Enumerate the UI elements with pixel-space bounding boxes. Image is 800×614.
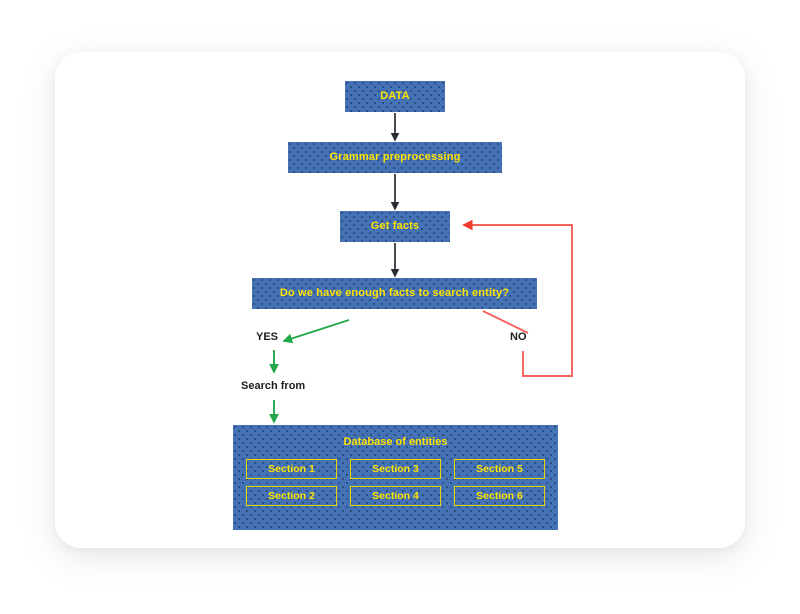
database-section-grid: Section 1 Section 3 Section 5 Section 2 … — [233, 459, 558, 506]
database-title: Database of entities — [343, 436, 448, 448]
database-section[interactable]: Section 4 — [350, 486, 441, 506]
database-section[interactable]: Section 1 — [246, 459, 337, 479]
arrow-decision-to-yes — [282, 319, 350, 344]
edge-label-yes: YES — [256, 331, 279, 343]
database-section[interactable]: Section 5 — [454, 459, 545, 479]
node-get-facts[interactable]: Get facts — [340, 211, 450, 242]
database-section[interactable]: Section 2 — [246, 486, 337, 506]
edge-label-no: NO — [510, 331, 527, 343]
node-database-of-entities[interactable]: Database of entities Section 1 Section 3… — [233, 425, 558, 530]
node-grammar-preprocessing[interactable]: Grammar preprocessing — [288, 142, 502, 173]
database-section[interactable]: Section 3 — [350, 459, 441, 479]
edge-label-search-from: Search from — [241, 380, 306, 392]
node-decision-enough-facts[interactable]: Do we have enough facts to search entity… — [252, 278, 537, 309]
arrow-decision-to-no — [482, 310, 529, 334]
database-section[interactable]: Section 6 — [454, 486, 545, 506]
node-data[interactable]: DATA — [345, 81, 445, 112]
